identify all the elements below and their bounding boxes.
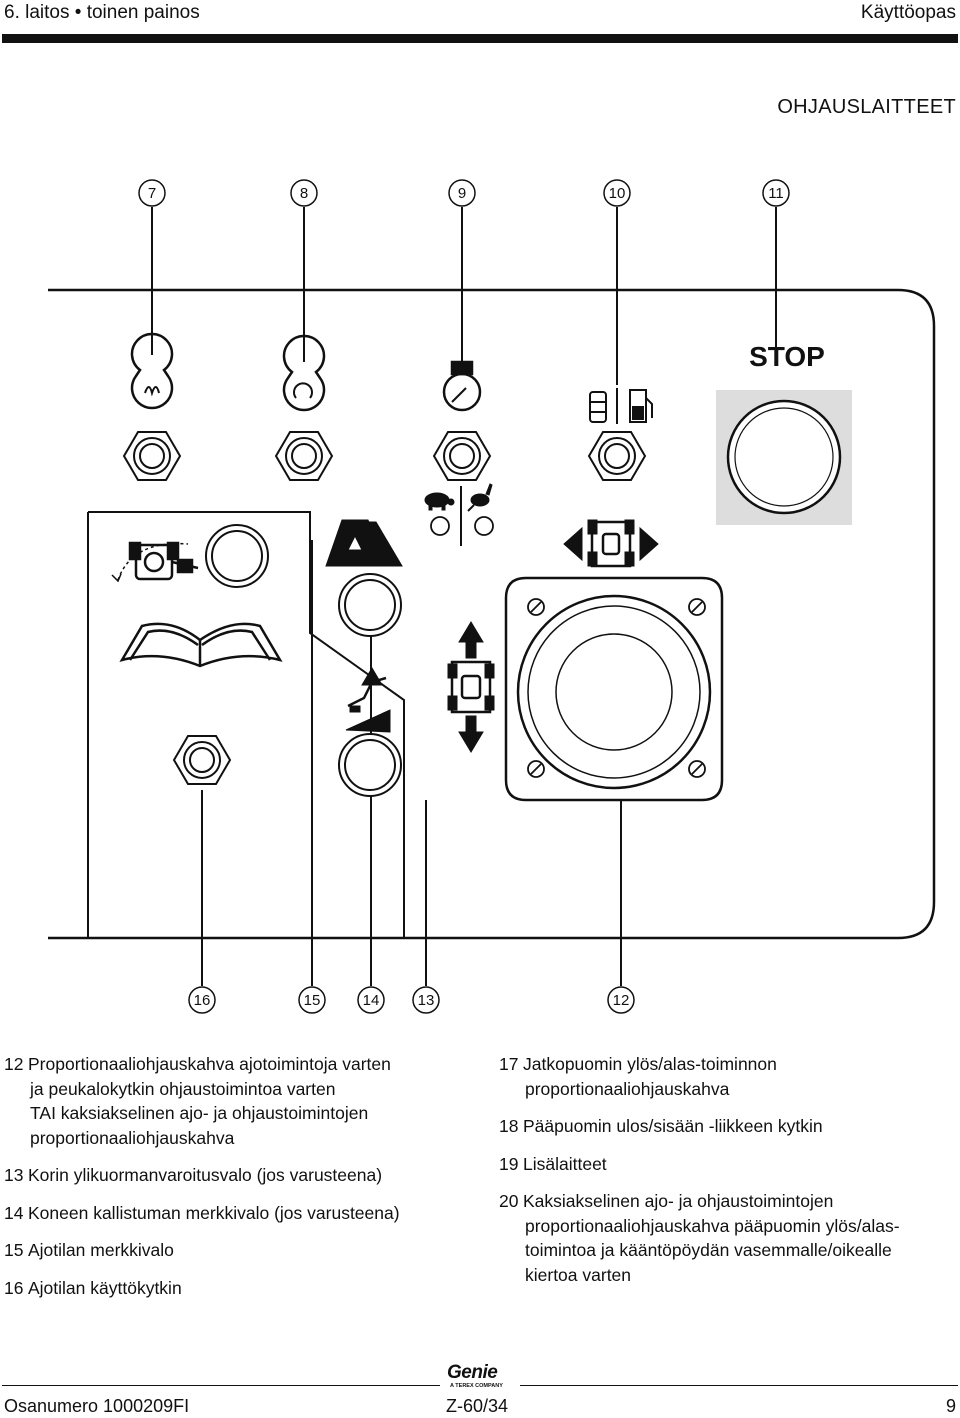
callout-16: [188, 986, 216, 1014]
toggle-switch-8: [274, 431, 334, 481]
footer-page-number: 9: [945, 1396, 956, 1416]
toggle-switch-9: [432, 431, 492, 481]
callout-8: [290, 179, 318, 207]
callout-11: [762, 179, 790, 207]
callout-9-label: 9: [458, 185, 466, 202]
toggle-switch-7: [122, 431, 182, 481]
steer-direction-icon: [563, 519, 659, 568]
callout-10-label: 10: [609, 185, 626, 202]
tilt-alarm-icon: [345, 667, 391, 733]
genie-logo: [440, 1363, 520, 1393]
high-speed-icon: [474, 516, 494, 536]
toggle-switch-10: [587, 431, 647, 481]
callout-16-label: 16: [194, 992, 211, 1009]
genie-logo-subtext: A TEREX COMPANY: [450, 1383, 503, 1389]
callout-8-label: 8: [300, 185, 308, 202]
drive-joystick: [504, 576, 724, 802]
callout-15: [298, 986, 326, 1014]
drive-speed-icons: [424, 483, 494, 546]
genie-logo-text: Genie: [447, 1362, 498, 1383]
callout-7-label: 7: [148, 185, 156, 202]
overload-light: [338, 573, 402, 637]
footer-part-number: Osanumero 1000209FI: [4, 1396, 190, 1416]
engine-start-icon: [282, 334, 326, 412]
overload-warning-icon: [325, 519, 403, 567]
tilt-light: [338, 733, 402, 797]
drive-direction-icon: [447, 621, 495, 753]
callout-14-label: 14: [363, 992, 380, 1009]
control-panel-diagram: 7 8 9 10 11 16 15 14 13 12: [48, 179, 936, 1014]
header-edition: 6. laitos • toinen painos: [4, 2, 200, 23]
callout-12: [607, 986, 635, 1014]
top-callouts: [138, 179, 790, 207]
stop-label: STOP: [749, 341, 825, 372]
section-title: OHJAUSLAITTEET: [777, 96, 956, 118]
callout-7: [138, 179, 166, 207]
callout-12-label: 12: [613, 992, 630, 1009]
engine-oil-icon: [442, 360, 482, 412]
header-rule: [2, 34, 958, 43]
emergency-stop-button: [716, 390, 852, 525]
bottom-callouts: [188, 986, 635, 1014]
callout-14: [357, 986, 385, 1014]
callout-15-label: 15: [304, 992, 321, 1009]
footer-model: Z-60/34: [446, 1396, 509, 1416]
drive-enable-light: [205, 524, 269, 588]
header-doc-type: Käyttöopas: [860, 2, 956, 23]
glow-plug-icon: [130, 332, 174, 410]
callout-9: [448, 179, 476, 207]
low-speed-icon: [430, 516, 450, 536]
callout-13: [412, 986, 440, 1014]
rabbit-icon: [467, 483, 493, 512]
drive-enable-icon: [111, 541, 199, 583]
callout-13-label: 13: [418, 992, 435, 1009]
callout-10: [603, 179, 631, 207]
manual-icon: [119, 622, 283, 668]
fuel-select-icon: [589, 388, 653, 424]
callout-11-label: 11: [768, 185, 784, 202]
toggle-switch-16: [172, 735, 232, 785]
turtle-icon: [424, 492, 455, 511]
